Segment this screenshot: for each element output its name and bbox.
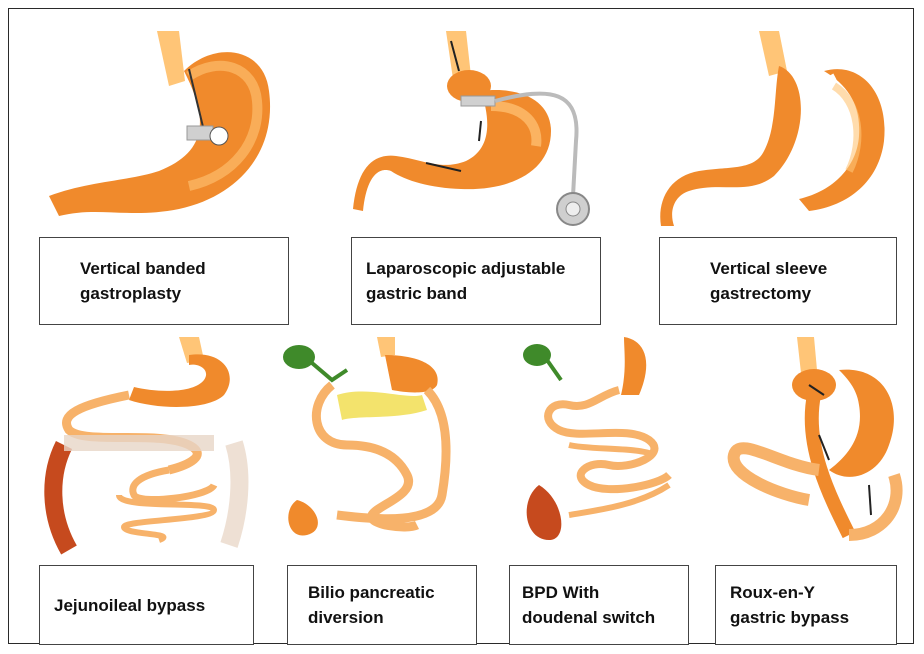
roux-en-y-bypass-icon <box>719 335 909 560</box>
adjustable-gastric-band-label: Laparoscopic adjustable gastric band <box>351 237 601 325</box>
duodenal-switch-illustration <box>509 335 689 560</box>
duodenal-switch-icon <box>509 335 689 560</box>
biliopancreatic-diversion-illustration <box>277 335 467 560</box>
sleeve-gastrectomy-illustration <box>659 31 909 231</box>
sleeve-gastrectomy-icon <box>659 31 909 231</box>
adjustable-gastric-band-illustration <box>351 31 601 231</box>
jejunoileal-bypass-illustration <box>39 335 254 560</box>
procedure-label: Laparoscopic adjustable gastric band <box>366 256 565 306</box>
sleeve-gastrectomy-label: Vertical sleeve gastrectomy <box>659 237 897 325</box>
adjustable-gastric-band-icon <box>351 31 601 231</box>
duodenal-switch-label: BPD With doudenal switch <box>509 565 689 645</box>
biliopancreatic-diversion-label: Bilio pancreatic diversion <box>287 565 477 645</box>
procedure-label: Roux-en-Y gastric bypass <box>730 580 849 630</box>
procedure-label: BPD With doudenal switch <box>522 580 655 630</box>
jejunoileal-bypass-label: Jejunoileal bypass <box>39 565 254 645</box>
vertical-banded-gastroplasty-illustration <box>39 31 289 231</box>
vertical-banded-gastroplasty-icon <box>39 31 289 231</box>
procedure-label: Bilio pancreatic diversion <box>308 580 435 630</box>
procedure-label: Vertical sleeve gastrectomy <box>710 256 827 306</box>
procedure-label: Jejunoileal bypass <box>54 593 205 618</box>
vertical-banded-gastroplasty-label: Vertical banded gastroplasty <box>39 237 289 325</box>
roux-en-y-bypass-label: Roux-en-Y gastric bypass <box>715 565 897 645</box>
biliopancreatic-diversion-icon <box>277 335 467 560</box>
figure-frame: Vertical banded gastroplasty Laparoscopi… <box>8 8 914 644</box>
roux-en-y-bypass-illustration <box>719 335 909 560</box>
jejunoileal-bypass-icon <box>39 335 254 560</box>
procedure-label: Vertical banded gastroplasty <box>80 256 206 306</box>
